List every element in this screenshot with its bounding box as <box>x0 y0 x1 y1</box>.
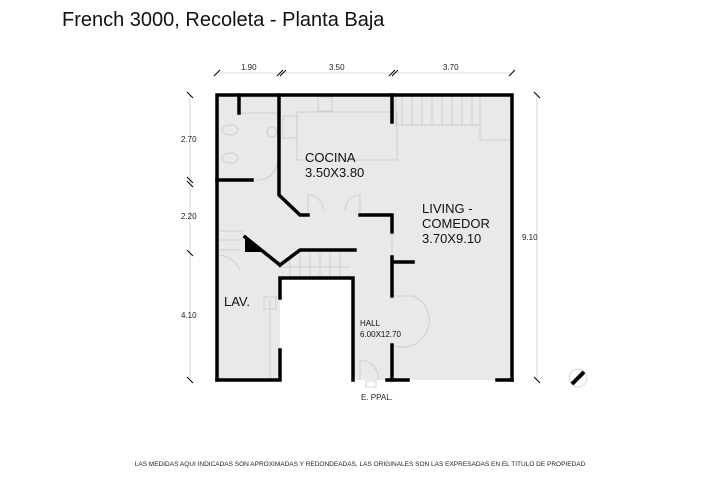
room-size: 3.50X3.80 <box>305 165 365 180</box>
disclaimer: LAS MEDIDAS AQUI INDICADAS SON APROXIMAD… <box>134 461 586 468</box>
north-arrow-icon <box>568 368 588 388</box>
dim-left-3: 4.10 <box>181 311 197 320</box>
plan-title: French 3000, Recoleta - Planta Baja <box>62 9 385 31</box>
entrance-label: E. PPAL. <box>361 393 393 402</box>
room-name: COCINA <box>305 150 356 165</box>
room-size: 3.70X9.10 <box>422 231 482 246</box>
room-cocina: COCINA 3.50X3.80 <box>305 150 364 180</box>
dimension-ticks <box>186 69 541 384</box>
fixtures <box>218 96 510 388</box>
room-name: HALL <box>360 319 381 328</box>
room-lav: LAV. <box>224 294 251 309</box>
dim-top-1: 1.90 <box>241 63 257 72</box>
room-hall: HALL 6.00X12.70 <box>360 318 401 340</box>
room-name-2: COMEDOR <box>422 216 490 231</box>
dim-top-2: 3.50 <box>329 63 345 72</box>
walls <box>215 93 514 382</box>
dim-top-3: 3.70 <box>443 63 459 72</box>
dim-left-2: 2.20 <box>181 212 197 221</box>
stair-arrow <box>245 235 261 252</box>
floor-area <box>217 95 512 380</box>
room-living: LIVING - COMEDOR 3.70X9.10 <box>422 201 490 246</box>
dim-right: 9.10 <box>522 233 538 242</box>
dimension-lines <box>189 72 538 380</box>
room-name: LIVING - <box>422 201 473 216</box>
room-size: 6.00X12.70 <box>360 330 401 339</box>
dim-left-1: 2.70 <box>181 135 197 144</box>
